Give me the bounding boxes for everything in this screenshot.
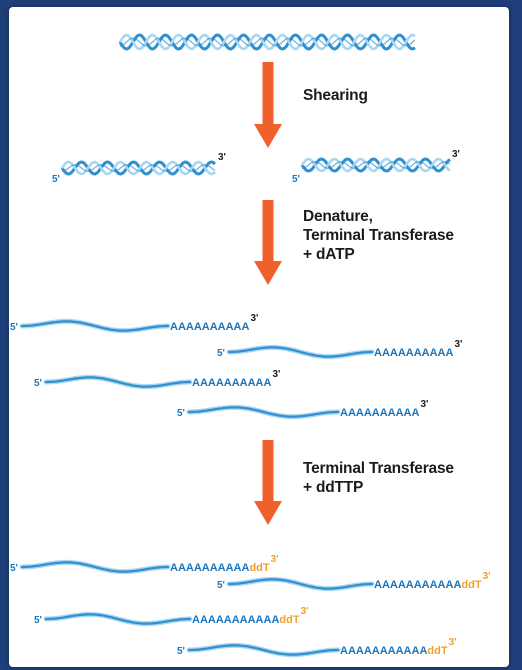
step-label-line: + dATP [303, 245, 454, 264]
atail-strand-2-poly-a-tail: AAAAAAAAAA [374, 347, 453, 359]
capped-strand-2-ddt-label: ddT [461, 579, 481, 591]
capped-strand-1-ddt-label: ddT [249, 562, 269, 574]
capped-strand-2-poly-a-tail: AAAAAAAAAAA [374, 579, 461, 591]
capped-strand-4-poly-a-tail: AAAAAAAAAAA [340, 645, 427, 657]
capped-strand-4-ddt-label: ddT [427, 645, 447, 657]
sheared-fragment-1-five-prime-label: 5' [52, 174, 60, 185]
step-label-shearing: Shearing [303, 86, 368, 105]
step-label-line: Terminal Transferase [303, 459, 454, 478]
atail-strand-4-poly-a-tail: AAAAAAAAAA [340, 407, 419, 419]
arrow-ddttp-head [254, 501, 282, 525]
arrow-denature-head [254, 261, 282, 285]
arrow-shearing-head [254, 124, 282, 148]
atail-strand-2-five-prime-label: 5' [217, 348, 225, 359]
sheared-fragment-2-three-prime-label: 3' [452, 149, 460, 160]
capped-strand-1-poly-a-tail: AAAAAAAAAA [170, 562, 249, 574]
arrow-shearing-shaft [263, 62, 274, 126]
step-label-line: Denature, [303, 207, 454, 226]
capped-strand-1-three-prime-label: 3' [271, 554, 279, 565]
atail-strand-3-poly-a-tail: AAAAAAAAAA [192, 377, 271, 389]
sheared-fragment-2-strand-core [302, 162, 450, 169]
step-label-denature: Denature, Terminal Transferase + dATP [303, 207, 454, 264]
capped-strand-1-five-prime-label: 5' [10, 563, 18, 574]
capped-strand-3-ddt-label: ddT [279, 614, 299, 626]
step-label-line: + ddTTP [303, 478, 454, 497]
capped-strand-4-three-prime-label: 3' [449, 637, 457, 648]
capped-strand-2-three-prime-label: 3' [483, 571, 491, 582]
arrow-ddttp-shaft [263, 440, 274, 503]
atail-strand-4-five-prime-label: 5' [177, 408, 185, 419]
intact-dna-strand-core [120, 38, 415, 46]
atail-strand-1-three-prime-label: 3' [250, 313, 258, 324]
atail-strand-3-five-prime-label: 5' [34, 378, 42, 389]
capped-strand-2-five-prime-label: 5' [217, 580, 225, 591]
capped-strand-3-three-prime-label: 3' [301, 606, 309, 617]
sheared-fragment-2-five-prime-label: 5' [292, 174, 300, 185]
capped-strand-3-poly-a-tail: AAAAAAAAAAA [192, 614, 279, 626]
atail-strand-3-three-prime-label: 3' [272, 369, 280, 380]
capped-strand-3-five-prime-label: 5' [34, 615, 42, 626]
step-label-line: Terminal Transferase [303, 226, 454, 245]
atail-strand-1-five-prime-label: 5' [10, 322, 18, 333]
step-label-line: Shearing [303, 86, 368, 105]
capped-strand-4-five-prime-label: 5' [177, 646, 185, 657]
sheared-fragment-1-three-prime-label: 3' [218, 152, 226, 163]
atail-strand-4-three-prime-label: 3' [420, 399, 428, 410]
step-label-ddttp: Terminal Transferase + ddTTP [303, 459, 454, 497]
atail-strand-1-poly-a-tail: AAAAAAAAAA [170, 321, 249, 333]
arrow-denature-shaft [263, 200, 274, 263]
atail-strand-2-three-prime-label: 3' [454, 339, 462, 350]
